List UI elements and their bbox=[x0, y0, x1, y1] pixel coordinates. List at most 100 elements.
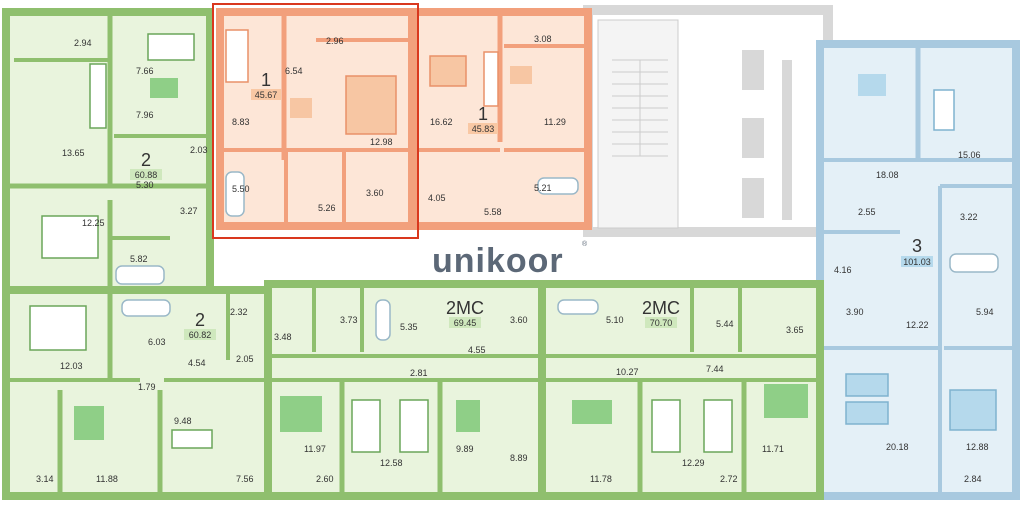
bed-icon bbox=[845, 373, 889, 397]
apartment-label-2mc-second: 2МС 70.70 bbox=[642, 298, 680, 328]
room-area: 4.54 bbox=[188, 358, 206, 368]
room-area: 11.88 bbox=[96, 474, 118, 484]
room-area: 11.78 bbox=[590, 474, 612, 484]
room-area: 6.54 bbox=[285, 66, 303, 76]
bathtub-icon bbox=[375, 299, 391, 341]
room-area: 9.48 bbox=[174, 416, 192, 426]
apartment-rooms: 2МС bbox=[642, 298, 680, 318]
room-area: 3.60 bbox=[510, 315, 528, 325]
registered-mark: ® bbox=[582, 240, 588, 248]
room-area: 16.62 bbox=[430, 117, 453, 127]
apartment-area: 70.70 bbox=[650, 318, 673, 328]
apartment-1-second[interactable] bbox=[410, 8, 592, 230]
bed-icon bbox=[29, 305, 87, 351]
room-area: 5.94 bbox=[976, 307, 994, 317]
bathtub-icon bbox=[557, 299, 599, 315]
room-area: 12.29 bbox=[682, 458, 705, 468]
room-area: 8.83 bbox=[232, 117, 250, 127]
sofa-icon bbox=[483, 51, 499, 107]
sofa-icon bbox=[171, 429, 213, 449]
sofa-icon bbox=[89, 63, 107, 129]
room-area: 3.22 bbox=[960, 212, 978, 222]
room-area: 12.88 bbox=[966, 442, 989, 452]
lift-shaft bbox=[742, 50, 764, 90]
apartment-label-1-second: 1 45.83 bbox=[468, 104, 498, 134]
room-area: 2.84 bbox=[964, 474, 982, 484]
room-area: 2.81 bbox=[410, 368, 428, 378]
bed-icon bbox=[345, 75, 397, 135]
sofa-icon bbox=[933, 89, 955, 131]
apartment-rooms: 3 bbox=[912, 236, 922, 256]
apartment-label-3: 3 101.03 bbox=[901, 236, 933, 267]
apartment-2mc-second[interactable] bbox=[538, 280, 824, 500]
dining-table-icon bbox=[858, 74, 886, 96]
bathtub-icon bbox=[121, 299, 171, 317]
apartment-label-2mc-first: 2МС 69.45 bbox=[446, 298, 484, 328]
room-area: 7.44 bbox=[706, 364, 724, 374]
room-area: 2.94 bbox=[74, 38, 92, 48]
room-area: 2.55 bbox=[858, 207, 876, 217]
lift-shaft bbox=[742, 118, 764, 158]
bed-icon bbox=[429, 55, 467, 87]
bed-icon bbox=[74, 406, 104, 440]
room-area: 1.79 bbox=[138, 382, 156, 392]
bed-icon bbox=[351, 399, 381, 453]
dining-table-icon bbox=[456, 400, 480, 432]
dining-table-icon bbox=[290, 98, 312, 118]
apartment-rooms: 2 bbox=[141, 150, 151, 170]
room-area: 7.56 bbox=[236, 474, 254, 484]
apartment-area: 60.88 bbox=[135, 170, 158, 180]
bed-icon bbox=[147, 33, 195, 61]
room-area: 3.60 bbox=[366, 188, 384, 198]
room-area: 9.89 bbox=[456, 444, 474, 454]
room-area: 6.03 bbox=[148, 337, 166, 347]
apartment-2-top-left[interactable] bbox=[2, 8, 214, 298]
room-area: 3.48 bbox=[274, 332, 292, 342]
stair-block bbox=[597, 19, 679, 229]
room-area: 7.96 bbox=[136, 110, 154, 120]
apartment-2mc-first[interactable] bbox=[264, 280, 546, 500]
room-area: 12.98 bbox=[370, 137, 393, 147]
room-area-labels: 2.94 7.66 7.96 13.65 5.30 2.03 12.25 3.2… bbox=[36, 34, 994, 484]
apartment-1-selected[interactable] bbox=[216, 8, 416, 230]
room-area: 12.25 bbox=[82, 218, 105, 228]
apartment-rooms: 1 bbox=[261, 70, 271, 90]
apartment-rooms: 2МС bbox=[446, 298, 484, 318]
room-area: 5.58 bbox=[484, 207, 502, 217]
dining-table-icon bbox=[510, 66, 532, 84]
room-area: 2.60 bbox=[316, 474, 334, 484]
room-area: 8.89 bbox=[510, 453, 528, 463]
apartment-rooms: 2 bbox=[195, 310, 205, 330]
dining-table-icon bbox=[572, 400, 612, 424]
room-area: 5.10 bbox=[606, 315, 624, 325]
room-area: 5.21 bbox=[534, 183, 552, 193]
wardrobe-icon bbox=[225, 29, 249, 83]
apartment-area: 60.82 bbox=[189, 330, 212, 340]
stair-core bbox=[583, 5, 833, 237]
bed-icon bbox=[41, 215, 99, 259]
bathtub-icon bbox=[115, 265, 165, 285]
room-area: 11.71 bbox=[762, 444, 784, 454]
apartment-rooms: 1 bbox=[478, 104, 488, 124]
room-area: 2.96 bbox=[326, 36, 344, 46]
room-area: 2.72 bbox=[720, 474, 738, 484]
room-area: 3.90 bbox=[846, 307, 864, 317]
bed-icon bbox=[949, 389, 997, 431]
apartment-label-2-top: 2 60.88 bbox=[130, 150, 162, 180]
apartment-area: 45.67 bbox=[255, 90, 278, 100]
room-area: 12.58 bbox=[380, 458, 403, 468]
brand-logo: unikoor ® bbox=[432, 240, 588, 280]
selected-apartment-outline bbox=[212, 3, 419, 239]
room-area: 2.05 bbox=[236, 354, 254, 364]
room-area: 11.29 bbox=[544, 117, 566, 127]
bed-icon bbox=[764, 384, 808, 418]
room-area: 5.30 bbox=[136, 180, 154, 190]
bed-icon bbox=[651, 399, 681, 453]
apartment-area: 101.03 bbox=[903, 257, 931, 267]
bed-icon bbox=[399, 399, 429, 453]
apartment-3[interactable] bbox=[816, 40, 1020, 500]
apartment-2-bottom-left[interactable] bbox=[2, 286, 272, 500]
apartment-label-1-selected: 1 45.67 bbox=[251, 70, 281, 100]
room-area: 2.03 bbox=[190, 145, 208, 155]
room-area: 5.82 bbox=[130, 254, 148, 264]
